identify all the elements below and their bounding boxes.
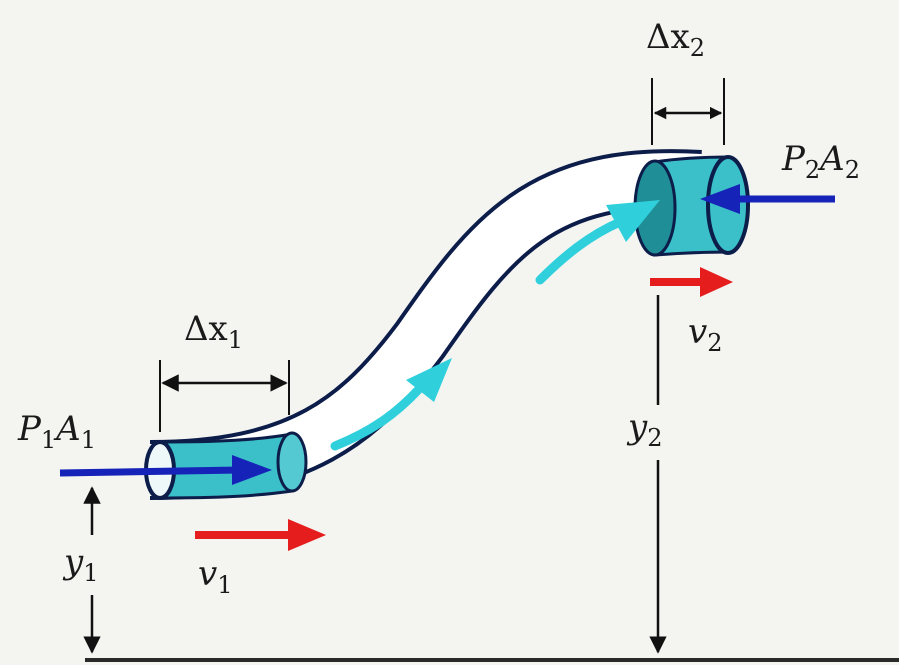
force-arrow-p1a1-head (232, 455, 272, 485)
y1-label: y1 (62, 542, 99, 587)
v1-label: v1 (198, 554, 233, 599)
fluid-element-1-face (276, 431, 308, 493)
flow-arrow-1-head (406, 358, 452, 402)
force-arrow-p1a1 (59, 466, 241, 477)
velocity-arrow-v2-head (700, 267, 733, 297)
dx2-label: Δx2 (646, 17, 705, 62)
flow-arrow-1 (330, 383, 425, 451)
v2-label: v2 (688, 312, 723, 357)
fluid-element-1 (156, 432, 294, 500)
flow-arrow-2 (535, 217, 625, 285)
p1a1-label: P1A1 (17, 409, 96, 454)
velocity-arrow-v1-head (288, 519, 326, 551)
dx1-label: Δx1 (184, 309, 243, 354)
flow-arrow-2-head (606, 200, 660, 242)
y2-label: y2 (626, 407, 663, 452)
p2a2-label: P2A2 (781, 139, 860, 184)
force-arrow-p2a2-head (700, 184, 740, 214)
